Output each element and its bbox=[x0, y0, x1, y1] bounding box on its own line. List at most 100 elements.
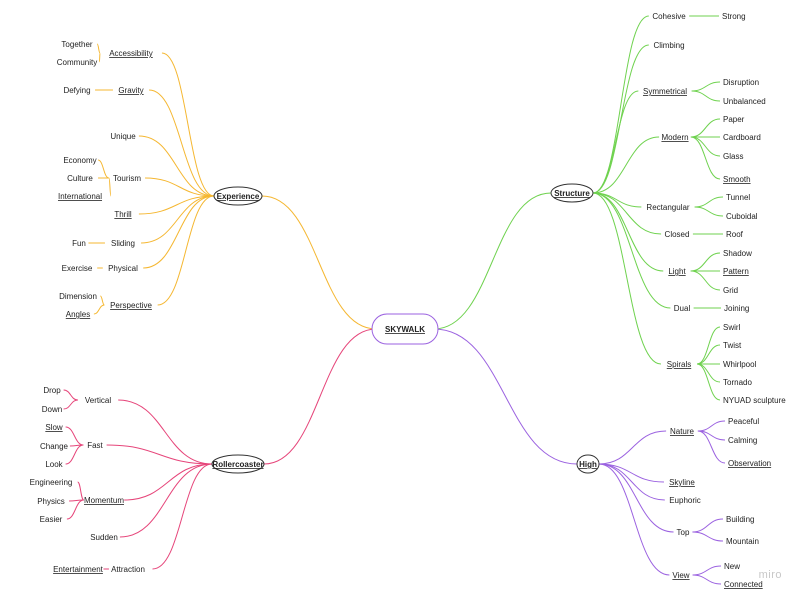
branch-node-structure[interactable]: Structure bbox=[550, 183, 594, 203]
node-change[interactable]: Change bbox=[40, 442, 69, 451]
connector-rollercoaster-momentum bbox=[124, 463, 213, 501]
node-glass[interactable]: Glass bbox=[723, 152, 743, 161]
node-gravity[interactable]: Gravity bbox=[118, 86, 143, 95]
node-momentum[interactable]: Momentum bbox=[84, 496, 124, 505]
node-culture[interactable]: Culture bbox=[67, 174, 93, 183]
node-closed[interactable]: Closed bbox=[665, 230, 690, 239]
node-calming[interactable]: Calming bbox=[728, 436, 757, 445]
node-angles[interactable]: Angles bbox=[66, 310, 90, 319]
node-slow[interactable]: Slow bbox=[45, 423, 63, 432]
node-down[interactable]: Down bbox=[42, 405, 62, 414]
node-building[interactable]: Building bbox=[726, 515, 754, 524]
node-fun[interactable]: Fun bbox=[72, 239, 86, 248]
connector-fast-slow bbox=[65, 426, 84, 446]
node-tourism[interactable]: Tourism bbox=[113, 174, 141, 183]
node-accessibility[interactable]: Accessibility bbox=[109, 49, 153, 58]
node-smooth[interactable]: Smooth bbox=[723, 175, 751, 184]
node-unbalanced[interactable]: Unbalanced bbox=[723, 97, 766, 106]
node-sudden[interactable]: Sudden bbox=[90, 533, 118, 542]
node-roof[interactable]: Roof bbox=[726, 230, 744, 239]
node-joining[interactable]: Joining bbox=[724, 304, 749, 313]
node-exercise[interactable]: Exercise bbox=[62, 264, 93, 273]
node-physical[interactable]: Physical bbox=[108, 264, 138, 273]
node-easier[interactable]: Easier bbox=[40, 515, 63, 524]
node-peaceful[interactable]: Peaceful bbox=[728, 417, 759, 426]
branch-node-structure-outline[interactable] bbox=[550, 183, 594, 203]
node-perspective[interactable]: Perspective bbox=[110, 301, 152, 310]
node-tornado[interactable]: Tornado bbox=[723, 378, 752, 387]
node-drop[interactable]: Drop bbox=[43, 386, 61, 395]
node-nature[interactable]: Nature bbox=[670, 427, 695, 436]
connector-top-mountain bbox=[692, 531, 724, 542]
node-spirals[interactable]: Spirals bbox=[667, 360, 691, 369]
node-pattern[interactable]: Pattern bbox=[723, 267, 749, 276]
node-shadow[interactable]: Shadow bbox=[723, 249, 752, 258]
branch-node-rollercoaster[interactable]: Rollercoaster bbox=[211, 454, 265, 474]
branch-node-high-outline[interactable] bbox=[576, 454, 600, 474]
node-physics[interactable]: Physics bbox=[37, 497, 65, 506]
miro-watermark: miro bbox=[758, 569, 782, 581]
node-community[interactable]: Community bbox=[57, 58, 97, 67]
node-top[interactable]: Top bbox=[677, 528, 690, 537]
node-tunnel[interactable]: Tunnel bbox=[726, 193, 750, 202]
connector-experience-gravity bbox=[149, 89, 215, 197]
node-cohesive[interactable]: Cohesive bbox=[652, 12, 686, 21]
connector-perspective-angles bbox=[93, 304, 105, 315]
connector-structure-dual bbox=[592, 192, 671, 309]
node-climbing[interactable]: Climbing bbox=[653, 41, 684, 50]
node-unique[interactable]: Unique bbox=[110, 132, 136, 141]
node-economy[interactable]: Economy bbox=[63, 156, 96, 165]
node-dimension[interactable]: Dimension bbox=[59, 292, 97, 301]
node-observation[interactable]: Observation bbox=[728, 459, 771, 468]
node-sliding[interactable]: Sliding bbox=[111, 239, 135, 248]
node-thrill[interactable]: Thrill bbox=[114, 210, 132, 219]
connector-root-experience bbox=[261, 195, 377, 330]
node-paper[interactable]: Paper bbox=[723, 115, 745, 124]
node-entertainment[interactable]: Entertainment bbox=[53, 565, 104, 574]
branch-node-high[interactable]: High bbox=[576, 454, 600, 474]
node-whirlpool[interactable]: Whirlpool bbox=[723, 360, 757, 369]
node-dual[interactable]: Dual bbox=[674, 304, 691, 313]
node-swirl[interactable]: Swirl bbox=[723, 323, 741, 332]
node-defying[interactable]: Defying bbox=[63, 86, 90, 95]
node-new[interactable]: New bbox=[724, 562, 740, 571]
branch-node-experience[interactable]: Experience bbox=[213, 186, 263, 206]
node-fast[interactable]: Fast bbox=[87, 441, 103, 450]
connector-structure-symmetrical bbox=[592, 90, 639, 194]
node-strong[interactable]: Strong bbox=[722, 12, 746, 21]
node-mountain[interactable]: Mountain bbox=[726, 537, 759, 546]
node-together[interactable]: Together bbox=[61, 40, 92, 49]
node-cardboard[interactable]: Cardboard bbox=[723, 133, 761, 142]
node-skyline[interactable]: Skyline bbox=[669, 478, 695, 487]
node-attraction[interactable]: Attraction bbox=[111, 565, 145, 574]
node-vertical[interactable]: Vertical bbox=[85, 396, 111, 405]
connector-light-shadow bbox=[690, 252, 721, 272]
connector-accessibility-community bbox=[98, 52, 101, 63]
connector-vertical-drop bbox=[63, 389, 78, 401]
root-node-label: SKYWALK bbox=[385, 325, 425, 334]
node-modern[interactable]: Modern bbox=[661, 133, 688, 142]
node-symmetrical[interactable]: Symmetrical bbox=[643, 87, 687, 96]
root-node-pill[interactable] bbox=[371, 313, 439, 345]
node-nyuad-sculpture[interactable]: NYUAD sculpture bbox=[723, 396, 786, 405]
connector-root-structure bbox=[433, 192, 552, 330]
node-international[interactable]: International bbox=[58, 192, 102, 201]
node-cuboidal[interactable]: Cuboidal bbox=[726, 212, 758, 221]
node-look[interactable]: Look bbox=[45, 460, 63, 469]
node-engineering[interactable]: Engineering bbox=[30, 478, 73, 487]
branch-node-experience-outline[interactable] bbox=[213, 186, 263, 206]
node-connected[interactable]: Connected bbox=[724, 580, 763, 589]
node-light[interactable]: Light bbox=[668, 267, 686, 276]
branch-node-rollercoaster-outline[interactable] bbox=[211, 454, 265, 474]
node-rectangular[interactable]: Rectangular bbox=[646, 203, 689, 212]
connector-modern-smooth bbox=[690, 136, 721, 180]
node-euphoric[interactable]: Euphoric bbox=[669, 496, 701, 505]
node-view[interactable]: View bbox=[672, 571, 689, 580]
node-disruption[interactable]: Disruption bbox=[723, 78, 759, 87]
node-twist[interactable]: Twist bbox=[723, 341, 742, 350]
connector-nature-observation bbox=[697, 430, 726, 464]
root-node[interactable]: SKYWALK bbox=[371, 313, 439, 345]
node-grid[interactable]: Grid bbox=[723, 286, 738, 295]
